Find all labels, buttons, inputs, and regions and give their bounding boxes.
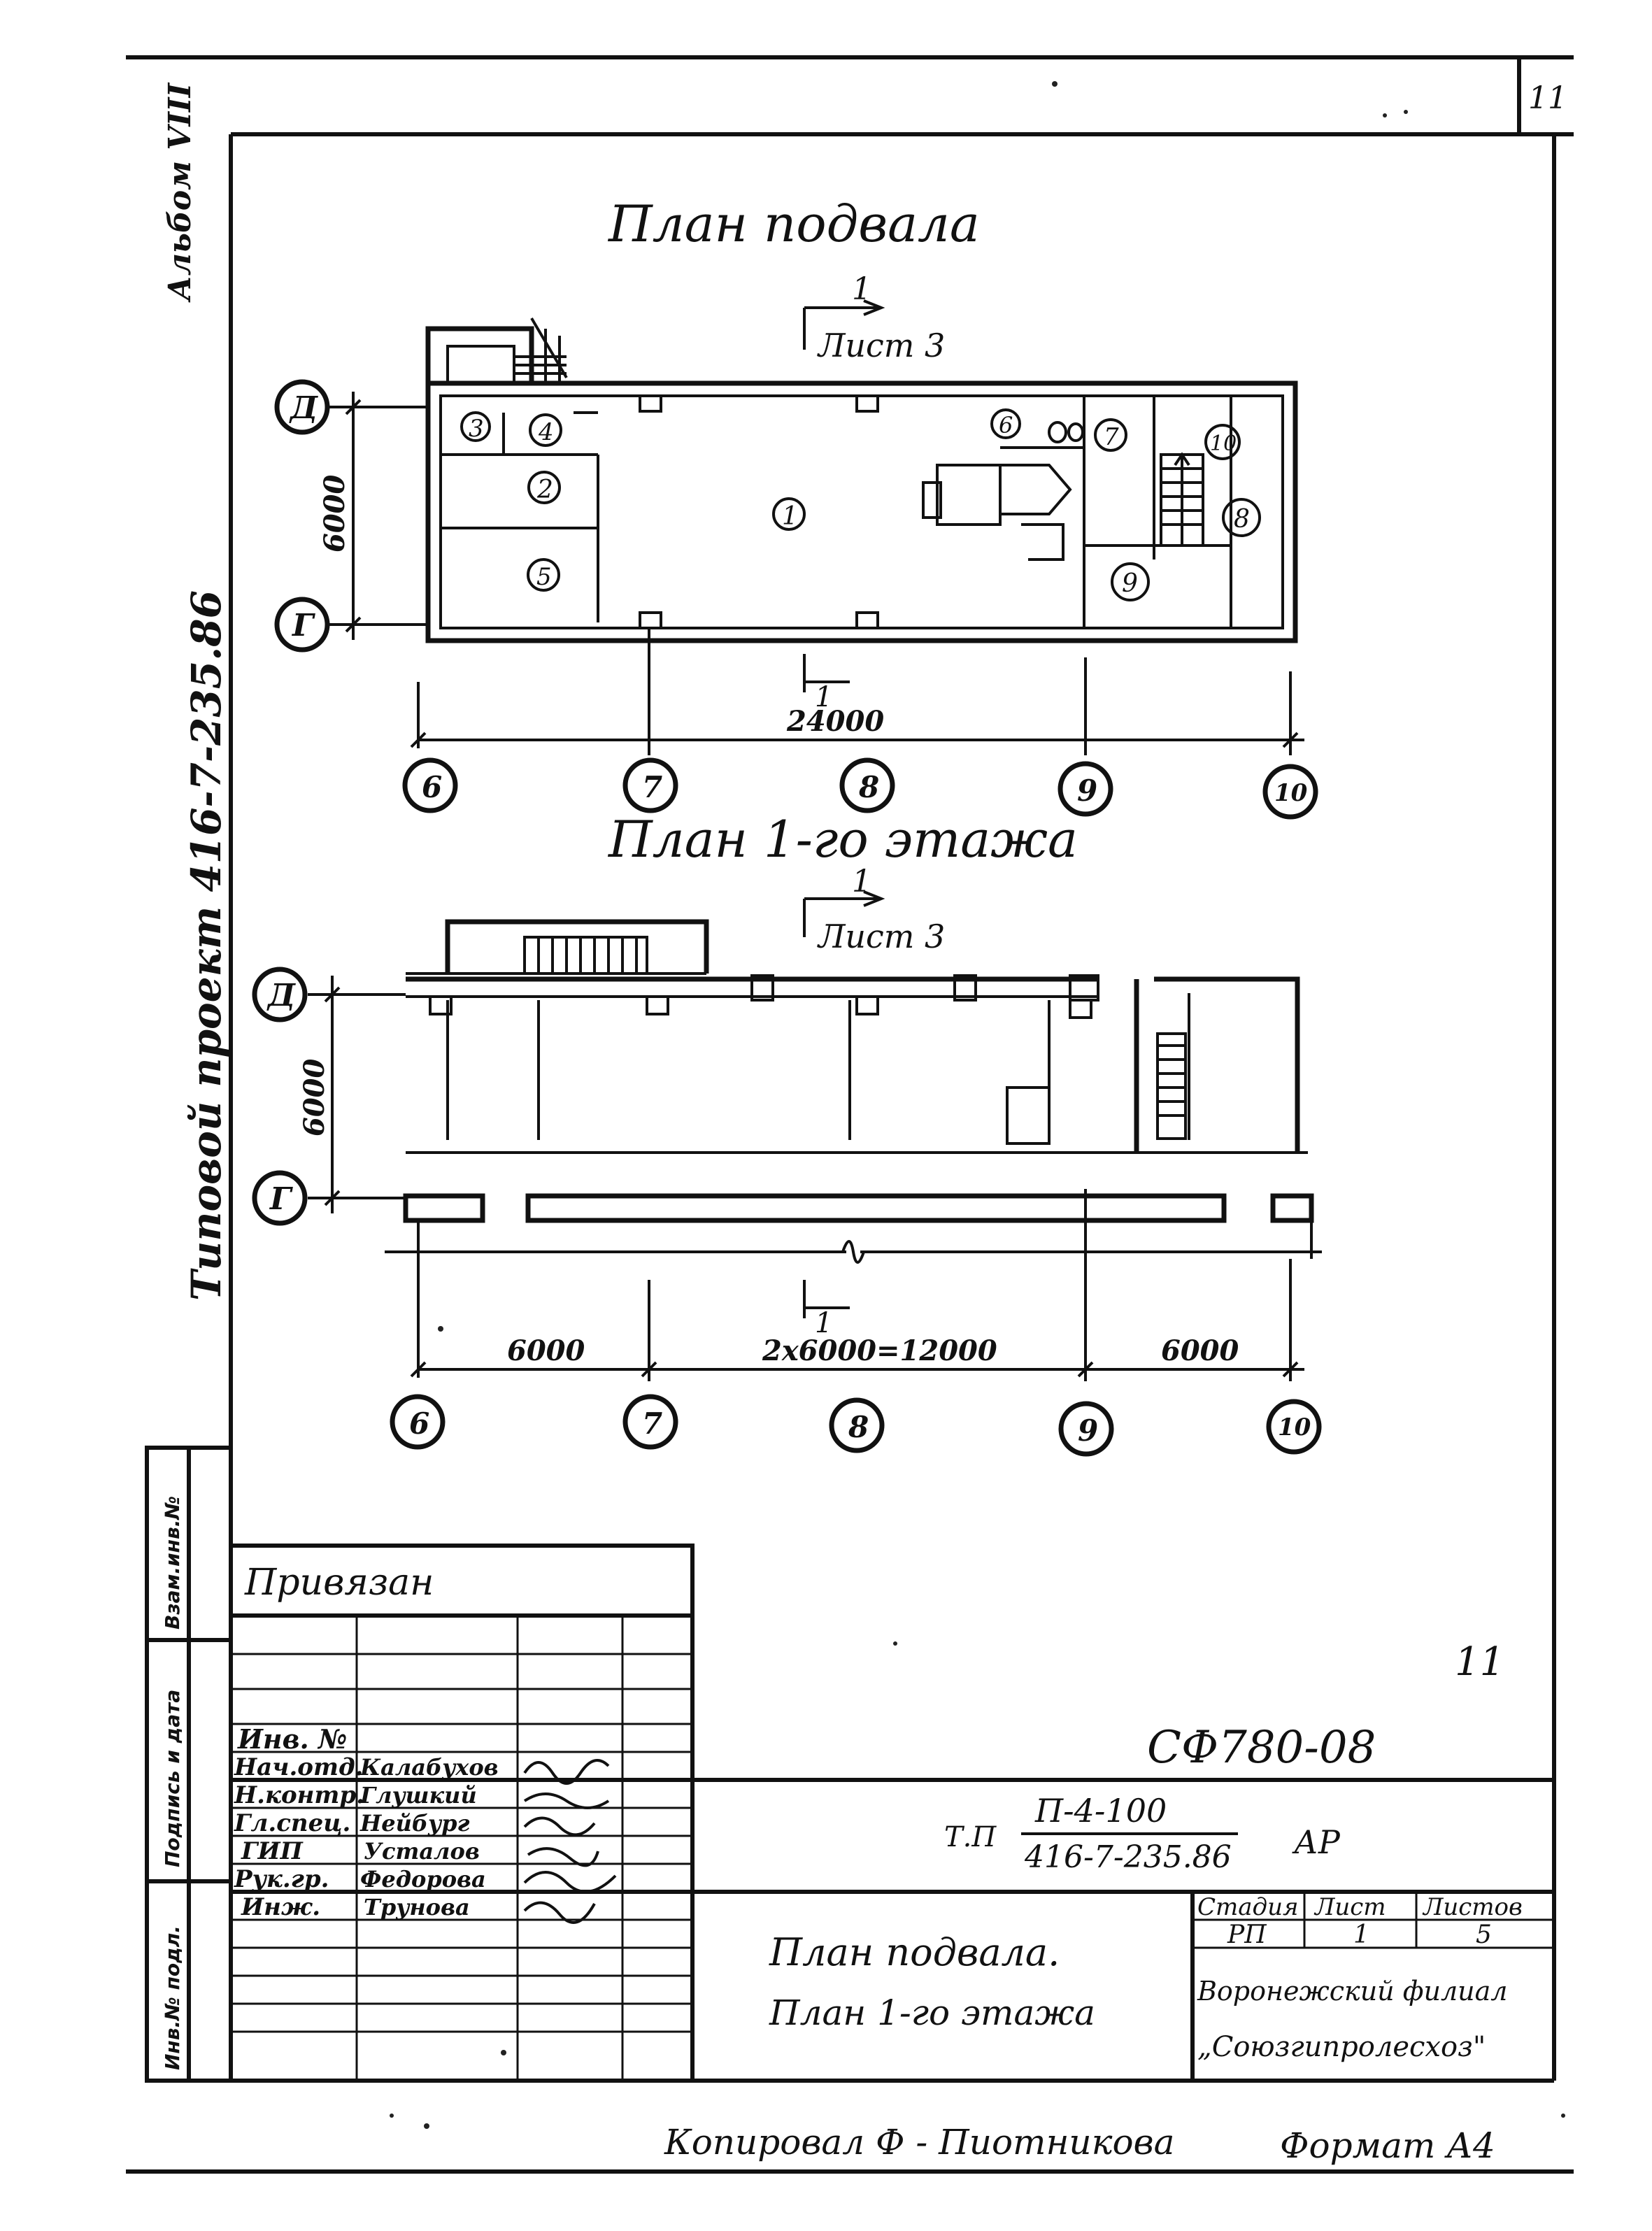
basement-col-7: 7 — [642, 770, 662, 804]
sign-role-1: Нач.отд. — [234, 1753, 363, 1781]
floor1-col-6: 6 — [409, 1406, 429, 1441]
floor1-row-axes — [252, 967, 406, 1226]
room-7: 7 — [1104, 423, 1119, 451]
sheet-header: Лист — [1313, 1893, 1386, 1921]
format-label: Формат А4 — [1280, 2125, 1495, 2166]
floor1-dim-middle: 2х6000=12000 — [762, 1334, 997, 1367]
sheets-header: Листов — [1422, 1893, 1523, 1921]
floor1-depth-dim: 6000 — [298, 1059, 331, 1136]
sign-role-3: Гл.спец. — [234, 1809, 350, 1837]
side-col-replace: Взам.инв.№ — [161, 1496, 184, 1630]
copied-by: Копировал Ф - Пиотникова — [664, 2122, 1174, 2162]
sign-name-6: Трунова — [364, 1894, 470, 1920]
stage-header: Стадия — [1197, 1893, 1298, 1921]
room-6: 6 — [999, 412, 1013, 439]
project-code-bottom: 416-7-235.86 — [1024, 1839, 1232, 1875]
sign-table: Нач.отд. Калабухов Н.контр. Глушкий Гл.с… — [234, 1753, 617, 1924]
floor1-entry-stair — [523, 936, 648, 975]
floor1-col-8: 8 — [848, 1410, 869, 1444]
floor1-inner-stair — [1156, 1032, 1187, 1140]
basement-section-num-top: 1 — [852, 271, 871, 307]
basement-depth-dim: 6000 — [318, 475, 351, 553]
sign-name-2: Глушкий — [359, 1782, 477, 1809]
sign-name-4: Усталов — [364, 1838, 480, 1865]
room-4: 4 — [538, 418, 554, 446]
room-2: 2 — [536, 476, 553, 504]
floor1-section-sheet: Лист 3 — [817, 918, 945, 955]
bound-label: Привязан — [244, 1562, 434, 1604]
floor1-walls — [385, 919, 1322, 1264]
floor1-section-bottom — [803, 1280, 850, 1318]
org-line2: „Союзгипролесхоз" — [1197, 2031, 1486, 2063]
basement-inner-stair — [1160, 452, 1204, 547]
side-project-code: Типовой проект 416-7-235.86 — [183, 590, 230, 1301]
floor1-axis-D: Д — [266, 978, 296, 1013]
basement-col-8: 8 — [858, 770, 879, 804]
sheet-number: 11 — [1528, 80, 1567, 116]
basement-entry-stair — [514, 317, 568, 383]
basement-section-top — [803, 299, 885, 350]
floor1-column-axes — [390, 1189, 1322, 1457]
scan-noise — [390, 81, 1565, 2129]
room-10: 10 — [1210, 432, 1237, 456]
project-code-top: П-4-100 — [1034, 1792, 1167, 1830]
basement-section-num-bottom: 1 — [815, 681, 832, 713]
side-strip — [145, 1446, 233, 2083]
drawing-title-line2: План 1-го этажа — [769, 1993, 1095, 2033]
basement-col-9: 9 — [1077, 774, 1097, 808]
stage-value: РП — [1227, 1920, 1267, 1949]
room-9: 9 — [1122, 569, 1138, 598]
floor1-col-10: 10 — [1278, 1413, 1311, 1441]
inv-label: Инв. № — [237, 1723, 347, 1755]
sign-name-1: Калабухов — [359, 1754, 499, 1781]
basement-section-sheet: Лист 3 — [817, 327, 945, 364]
floor1-axis-G: Г — [269, 1181, 293, 1217]
stray-page-number: 11 — [1455, 1639, 1504, 1685]
side-col-inv: Инв.№ подл. — [161, 1925, 184, 2070]
floor1-section-top — [803, 890, 885, 937]
sheets-value: 5 — [1476, 1920, 1492, 1949]
title-block-grid — [229, 1544, 1554, 2083]
basement-title: План подвала — [607, 194, 980, 253]
room-1: 1 — [782, 502, 798, 531]
basement-walls — [425, 317, 1298, 643]
basement-col-6: 6 — [422, 770, 442, 804]
floor1-col-7: 7 — [642, 1406, 662, 1441]
sign-role-5: Рук.гр. — [234, 1865, 329, 1893]
sign-name-5: Федорова — [360, 1866, 486, 1893]
sign-name-3: Нейбург — [359, 1810, 469, 1837]
floor1-dim-right: 6000 — [1161, 1334, 1239, 1367]
basement-axis-D: Д — [289, 390, 318, 426]
room-5: 5 — [536, 563, 552, 591]
room-8: 8 — [1234, 505, 1250, 534]
signature-scribbles — [523, 1759, 617, 1924]
basement-room-labels: 1 2 3 4 5 6 7 8 9 10 — [460, 408, 1261, 601]
side-col-sign: Подпись и дата — [161, 1690, 184, 1867]
project-mark: АР — [1292, 1823, 1341, 1861]
floor1-col-9: 9 — [1078, 1413, 1098, 1448]
room-3: 3 — [469, 415, 484, 443]
sign-role-4: ГИП — [241, 1837, 304, 1865]
basement-column-axes — [402, 628, 1318, 820]
basement-section-bottom — [803, 654, 850, 692]
floor1-dim-left: 6000 — [507, 1334, 585, 1367]
sign-role-2: Н.контр. — [234, 1781, 364, 1809]
drawing-title-line1: План подвала. — [769, 1930, 1060, 1974]
basement-row-axes — [274, 379, 428, 653]
sign-role-6: Инж. — [241, 1893, 320, 1921]
basement-total-dim: 24000 — [786, 705, 884, 738]
org-line1: Воронежский филиал — [1197, 1976, 1507, 2007]
floor1-title: План 1-го этажа — [607, 810, 1078, 869]
sheet-value: 1 — [1353, 1920, 1369, 1949]
side-album-stamp: Альбом VIII — [162, 82, 198, 303]
doc-code: СФ780-08 — [1147, 1722, 1376, 1774]
floor1-section-num-top: 1 — [852, 864, 871, 899]
basement-col-10: 10 — [1274, 779, 1308, 807]
floor1-section-num-bottom: 1 — [815, 1307, 832, 1339]
basement-axis-G: Г — [291, 608, 315, 643]
project-prefix: Т.П — [944, 1821, 997, 1853]
